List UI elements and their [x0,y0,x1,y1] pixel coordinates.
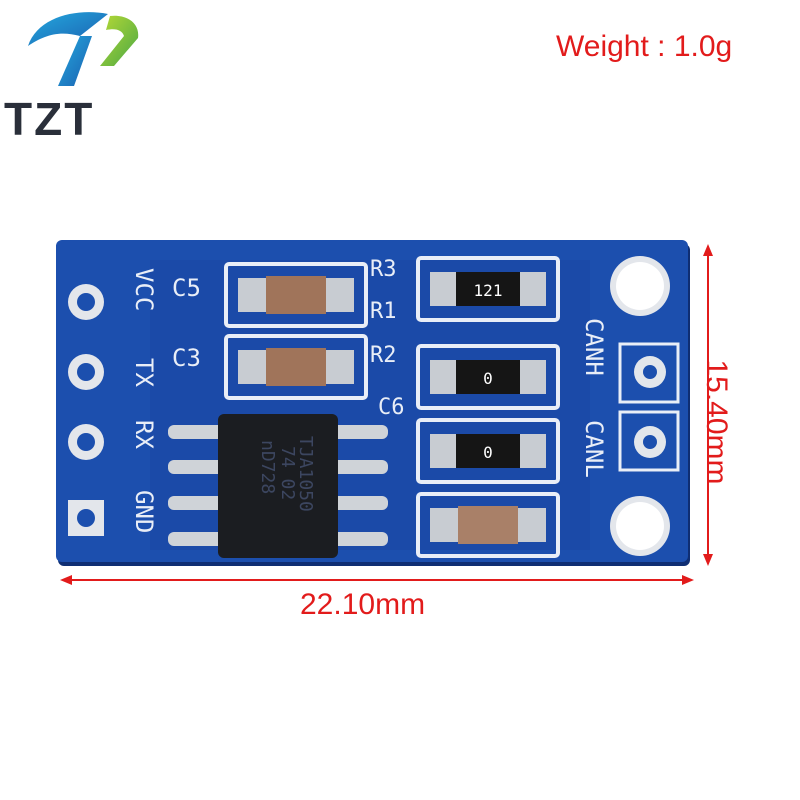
resistor-r1: 0 [430,360,546,394]
label-tx: TX [130,358,158,387]
label-gnd: GND [130,490,158,533]
svg-text:nD728: nD728 [257,440,278,494]
svg-text:121: 121 [474,281,503,300]
height-dimension-label: 15.40mm [700,359,733,485]
svg-text:74 02: 74 02 [277,446,298,500]
label-rx: RX [130,420,158,449]
pin-header-left [68,284,104,536]
weight-label: Weight : 1.0g [556,30,733,63]
dimension-lines [60,244,713,585]
brand-logo [18,6,148,92]
label-c3: C3 [172,344,201,372]
label-vcc: VCC [130,268,158,311]
width-dimension-label: 22.10mm [300,588,426,621]
resistor-r3: 121 [430,272,546,306]
label-canh: CANH [580,318,608,376]
label-r3: R3 [370,257,397,282]
logo-mark-icon [28,12,139,86]
svg-text:TJA1050: TJA1050 [295,436,316,512]
label-canl: CANL [580,420,608,478]
svg-text:0: 0 [483,369,493,388]
brand-name: TZT [4,93,95,145]
capacitor-c5 [238,276,354,314]
capacitor-c6 [430,506,546,544]
label-c5: C5 [172,274,201,302]
ic-chip: TJA1050 74 02 nD728 [168,414,388,558]
label-c6: C6 [378,395,405,420]
resistor-r2: 0 [430,434,546,468]
pin-labels: VCC TX RX GND [130,268,158,533]
label-r2: R2 [370,343,397,368]
capacitor-c3 [238,348,354,386]
svg-text:0: 0 [483,443,493,462]
mounting-holes [610,256,670,556]
label-r1: R1 [370,299,397,324]
pin-header-right [618,342,680,472]
